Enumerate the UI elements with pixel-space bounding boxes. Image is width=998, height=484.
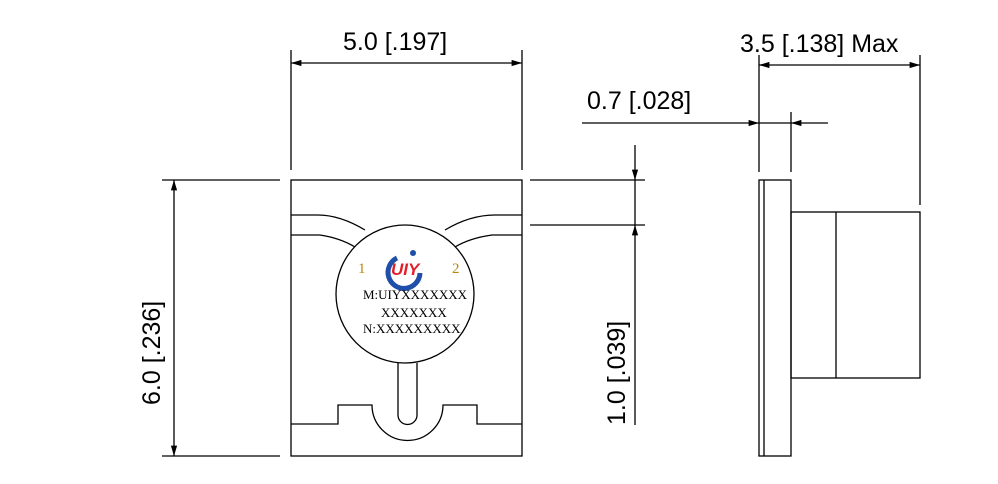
body-side-outline bbox=[790, 211, 921, 379]
front-view: UIY 1 2 M:UIYXXXXXXX XXXXXXX N:XXXXXXXXX bbox=[290, 179, 523, 457]
side-view bbox=[758, 179, 921, 457]
model-line: M:UIYXXXXXXX bbox=[363, 287, 468, 302]
right-trace-top bbox=[444, 214, 522, 231]
body-outline bbox=[290, 179, 523, 457]
right-trace-bottom bbox=[454, 234, 522, 248]
model-line-2: XXXXXXX bbox=[381, 305, 447, 320]
ground-step bbox=[291, 404, 522, 442]
height-dimension: 6.0 [.236] bbox=[138, 301, 166, 405]
port-2-label: 2 bbox=[452, 261, 460, 277]
width-dimension: 5.0 [.197] bbox=[343, 28, 447, 56]
uiy-logo: UIY bbox=[385, 250, 423, 291]
svg-text:UIY: UIY bbox=[391, 260, 421, 279]
depth-dimension: 3.5 [.138] Max bbox=[740, 30, 899, 58]
tab-dimension: 1.0 [.039] bbox=[603, 321, 631, 425]
ferrite-disc bbox=[335, 224, 475, 364]
port-1-label: 1 bbox=[358, 261, 366, 277]
stem bbox=[397, 363, 418, 426]
flange-dimension: 0.7 [.028] bbox=[587, 87, 691, 115]
serial-line: N:XXXXXXXXX bbox=[363, 321, 461, 336]
left-trace-bottom bbox=[291, 234, 356, 248]
left-trace-top bbox=[291, 214, 366, 231]
